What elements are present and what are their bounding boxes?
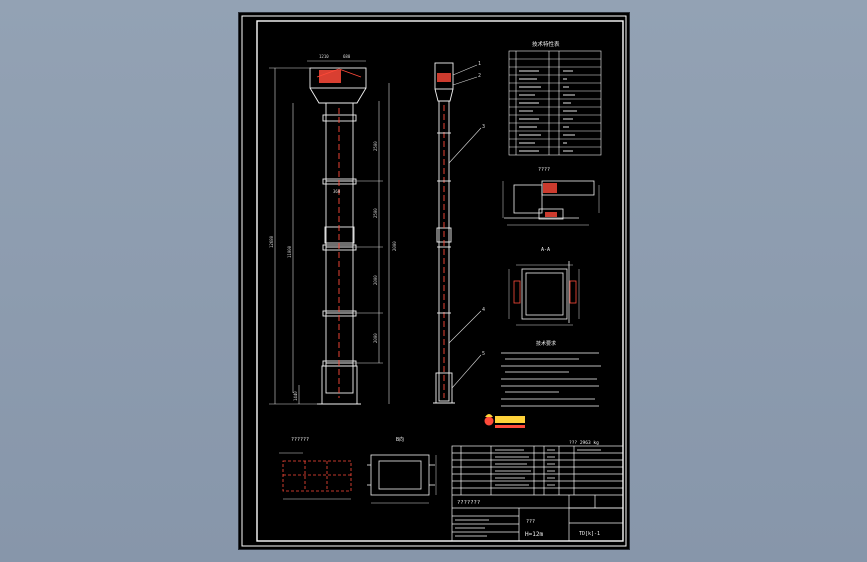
callout-4: 4 [482, 307, 485, 313]
callout-2: 2 [478, 73, 481, 79]
notes-text-marks [501, 352, 601, 407]
titleblock-model: H=12m [525, 531, 543, 538]
company-logo [484, 414, 525, 428]
section-aa-title: A-A [541, 247, 550, 253]
bottom-left-title: ?????? [291, 437, 309, 443]
parts-list-text-marks [455, 449, 601, 537]
bottom-left-view [279, 452, 352, 500]
dim-top-b: 680 [343, 54, 351, 59]
table-text-marks [519, 70, 577, 152]
inner-frame [256, 20, 624, 542]
plan-motor-mark [543, 183, 557, 193]
drawing-sheet: 1210 680 12680 11000 2500 2500 2000 2000… [239, 13, 629, 549]
dim-width: 360 [333, 189, 341, 194]
bottom-mid-title: B向 [396, 436, 404, 443]
outer-frame [241, 15, 627, 547]
dim-seg1: 2500 [373, 141, 378, 151]
aa-left-flange [513, 280, 521, 304]
dim-top-a: 1210 [319, 54, 329, 59]
callout-1: 1 [478, 61, 481, 67]
table-title: 技术特性表 [532, 40, 560, 48]
side-motor-mark [437, 73, 451, 82]
side-view [433, 62, 455, 404]
titleblock-name: ??????? [457, 500, 480, 506]
drive-motor-mark [319, 70, 341, 83]
front-dimension-lines [269, 60, 390, 405]
section-aa [508, 261, 580, 326]
dim-height: 11000 [287, 245, 292, 258]
notes-title: 技术要求 [536, 340, 556, 347]
section-plan [502, 180, 600, 226]
dim-seg2: 2500 [373, 208, 378, 218]
leader-lines [448, 64, 482, 389]
characteristics-table [508, 50, 602, 156]
dim-overall: 12680 [269, 235, 274, 248]
dim-inner: 2000 [392, 241, 397, 251]
dim-seg4: 2000 [373, 333, 378, 343]
total-weight: ??? 2963 kg [569, 440, 599, 446]
cad-drawing: 1210 680 12680 11000 2500 2500 2000 2000… [241, 15, 627, 547]
section-plan-title: ???? [538, 167, 550, 173]
dim-bottom: 1440 [293, 391, 298, 401]
callout-3: 3 [482, 124, 485, 130]
dim-seg3: 2000 [373, 275, 378, 285]
front-view [309, 67, 367, 405]
titleblock-unit: ??? [526, 519, 535, 525]
title-block [451, 445, 624, 542]
titleblock-drawing-no: TD[k]-1 [579, 531, 600, 537]
callout-5: 5 [482, 351, 485, 357]
aa-right-flange [569, 280, 577, 304]
plan-drive-mark [545, 212, 557, 217]
b-view [367, 454, 437, 504]
